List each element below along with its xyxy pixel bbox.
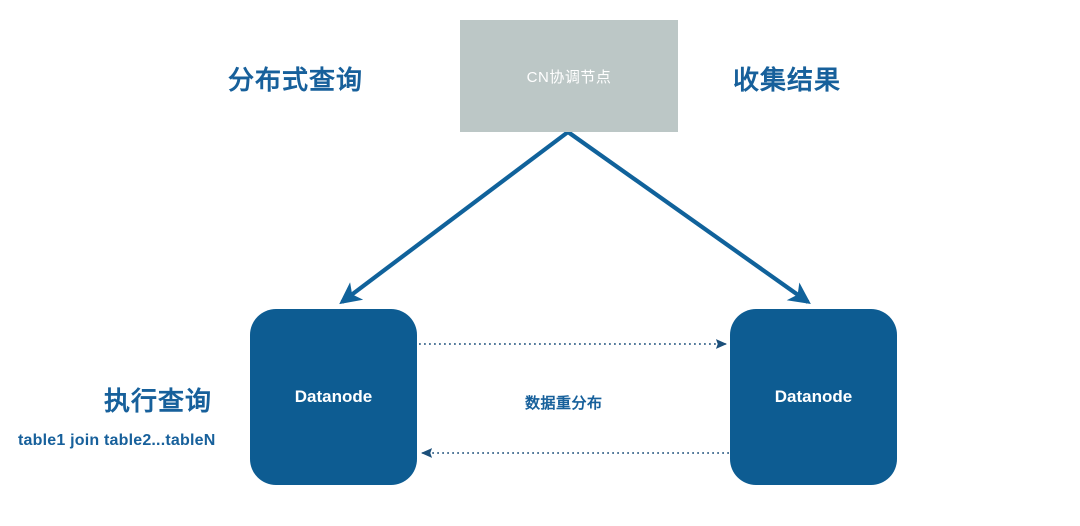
- label-distributed-query: 分布式查询: [228, 65, 364, 95]
- label-data-redistribute: 数据重分布: [525, 395, 603, 412]
- label-sql-statement: table1 join table2...tableN: [18, 432, 216, 449]
- label-execute-query: 执行查询: [104, 386, 213, 416]
- datanode-right[interactable]: Datanode: [730, 309, 897, 485]
- datanode-left-label: Datanode: [294, 387, 373, 406]
- datanode-left[interactable]: Datanode: [250, 309, 417, 485]
- edge-coordinator-to-datanode-left: [339, 130, 570, 305]
- coordinator-node-label: CN协调节点: [526, 68, 612, 86]
- datanode-right-label: Datanode: [774, 387, 853, 406]
- label-collect-result: 收集结果: [733, 65, 842, 95]
- coordinator-node[interactable]: CN协调节点: [460, 20, 678, 132]
- edge-coordinator-to-datanode-right: [566, 130, 811, 305]
